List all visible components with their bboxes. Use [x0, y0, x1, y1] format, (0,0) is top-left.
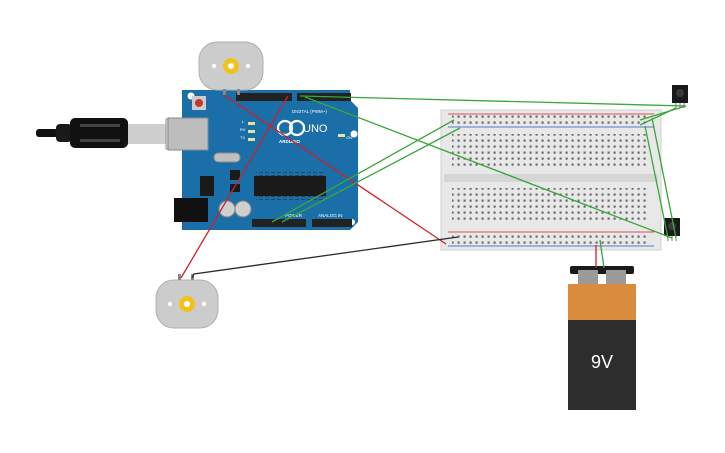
wire-green[interactable]	[639, 107, 677, 126]
atmega-chip	[254, 176, 326, 196]
breadboard[interactable]	[440, 109, 662, 251]
wire-green[interactable]	[644, 125, 669, 239]
wire-red[interactable]	[223, 94, 447, 245]
dc-motor-top[interactable]	[198, 41, 264, 95]
power-jack	[174, 198, 208, 222]
arduino-uno-board[interactable]: UNO ARDUINO DIGITAL (PWM~) POWER ANALOG …	[167, 90, 358, 230]
rx-label: RX	[240, 127, 246, 132]
battery-9v[interactable]: 9V	[568, 266, 636, 410]
analog-label: ANALOG IN	[318, 213, 343, 218]
digital-label: DIGITAL (PWM~)	[292, 109, 327, 114]
bottom-terminal-strip[interactable]	[452, 188, 648, 220]
wire-red[interactable]	[180, 95, 289, 279]
wire-green[interactable]	[599, 239, 605, 269]
arduino-model: UNO	[303, 123, 328, 135]
battery-label: 9V	[591, 352, 613, 372]
ir-receiver-bottom[interactable]	[664, 218, 680, 241]
top-terminal-strip[interactable]	[452, 134, 648, 166]
wire-green[interactable]	[271, 119, 455, 223]
wire-green[interactable]	[299, 95, 687, 107]
wires[interactable]	[180, 94, 687, 279]
top-power-rail[interactable]	[452, 114, 648, 126]
battery-body	[568, 320, 636, 410]
battery-cap	[568, 284, 636, 320]
wire-green[interactable]	[304, 96, 673, 239]
wire-green[interactable]	[281, 127, 461, 223]
wire-green[interactable]	[639, 105, 687, 121]
ir-receiver-top[interactable]	[672, 85, 688, 108]
wire-black[interactable]	[191, 236, 459, 279]
on-label: ON	[346, 135, 352, 140]
wire-green[interactable]	[651, 117, 677, 239]
bottom-power-rail[interactable]	[452, 233, 648, 245]
dc-motor-bottom[interactable]	[155, 274, 219, 329]
tx-label: TX	[240, 135, 245, 140]
arduino-pcb	[182, 90, 358, 230]
l-label: L	[242, 119, 245, 124]
arduino-logo-icon	[276, 119, 306, 137]
usb-port	[167, 117, 209, 151]
arduino-brand: ARDUINO	[279, 139, 300, 144]
